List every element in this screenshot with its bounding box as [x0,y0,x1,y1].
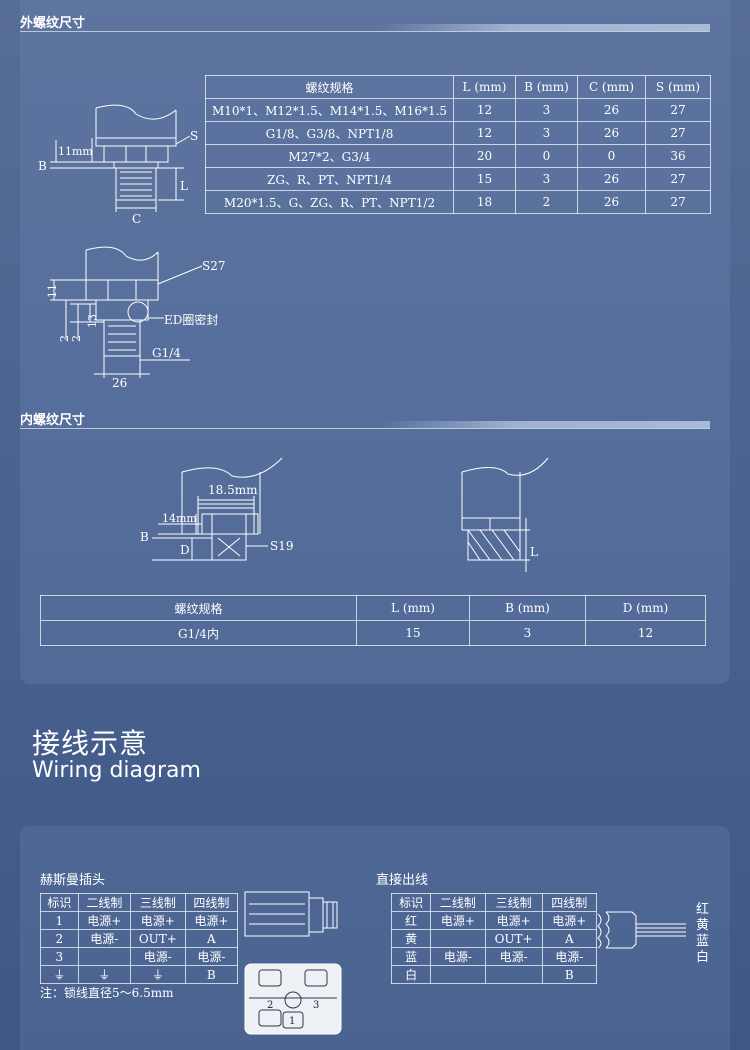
dim-b-label: B [38,159,47,173]
dim-l-label: L [180,179,188,193]
dim-d-label: D [180,543,190,557]
external-thread-heading: 外螺纹尺寸 [20,12,710,32]
dim-18-5mm-label: 18.5mm [208,483,258,497]
column-header: 螺纹规格 [205,75,454,99]
pin-2-label: 2 [267,1000,273,1011]
dim-2b-label: 2 [70,335,83,342]
dim-14mm-label: 14mm [162,512,197,525]
ground-icon: ⏚ [40,965,79,984]
dim-26-label: 26 [112,376,127,390]
wire-color-white: 白 [696,950,710,965]
dim-13-label: 13 [86,314,99,328]
hirschmann-pin-layout-icon: 2 3 1 [244,963,342,1035]
column-header: D (mm) [585,595,706,621]
table-row: G1/4内 15 3 12 [40,620,706,646]
table-header-row: 螺纹规格 L (mm) B (mm) C (mm) S (mm) [205,75,711,99]
ground-icon: ⏚ [129,965,186,984]
cable-diameter-note: 注：锁线直径5～6.5mm [40,986,174,1000]
cable-icon [597,911,686,949]
external-thread-drawing-g14: S27 11 2 2 13 ED圈密封 G1/4 26 [46,246,226,390]
thread-g14-label: G1/4 [152,346,181,360]
direct-wire-title: 直接出线 [376,873,429,888]
hirschmann-title: 赫斯曼插头 [40,873,106,888]
column-header: B (mm) [469,595,586,621]
table-row: 蓝电源-电源-电源- [390,947,598,966]
table-header-row: 螺纹规格 L (mm) B (mm) D (mm) [40,595,706,621]
table-row: 红电源+电源+电源+ [390,911,598,930]
hirschmann-connector-icon [244,891,338,937]
pin-3-label: 3 [313,1000,319,1011]
wire-color-red: 红 [696,902,710,917]
wiring-title-cn: 接线示意 [32,727,149,760]
internal-thread-heading: 内螺纹尺寸 [20,409,710,429]
column-header: 螺纹规格 [40,595,357,621]
ground-icon: ⏚ [77,965,131,984]
external-thread-drawing: S B 11mm L C [38,104,198,226]
wire-color-blue: 蓝 [696,934,710,949]
column-header: S (mm) [645,75,711,99]
dim-s-label: S [190,129,198,143]
column-header: L (mm) [356,595,470,621]
column-header: L (mm) [453,75,516,99]
wire-color-yellow: 黄 [696,918,710,933]
dim-s27-label: S27 [202,259,226,273]
wire-color-legend: 红 黄 蓝 白 [696,902,712,966]
wiring-title-en: Wiring diagram [32,758,201,783]
dim-l-label: L [530,545,538,559]
table-row: ⏚⏚⏚B [40,965,239,984]
external-thread-title: 外螺纹尺寸 [20,16,86,31]
internal-thread-table: 螺纹规格 L (mm) B (mm) D (mm) G1/4内 15 3 12 [40,595,706,646]
internal-thread-drawing-section: L [461,457,549,572]
column-header: B (mm) [515,75,578,99]
seal-label: ED圈密封 [164,312,218,327]
table-header-row: 标识 二线制 三线制 四线制 [40,893,239,912]
dim-11mm-label: 11mm [58,145,93,158]
table-header-row: 标识 二线制 三线制 四线制 [390,893,598,912]
dim-2a-label: 2 [58,335,71,342]
dim-11-label: 11 [46,284,59,298]
dim-c-label: C [132,212,141,226]
external-thread-table: 螺纹规格 L (mm) B (mm) C (mm) S (mm) M10*1、M… [205,75,711,214]
pin-1-label: 1 [289,1016,295,1027]
internal-thread-drawing: 18.5mm 14mm B D S19 [140,457,294,561]
column-header: C (mm) [577,75,646,99]
internal-thread-title: 内螺纹尺寸 [20,413,86,428]
dim-s19-label: S19 [270,539,294,553]
dim-b-label: B [140,530,149,544]
